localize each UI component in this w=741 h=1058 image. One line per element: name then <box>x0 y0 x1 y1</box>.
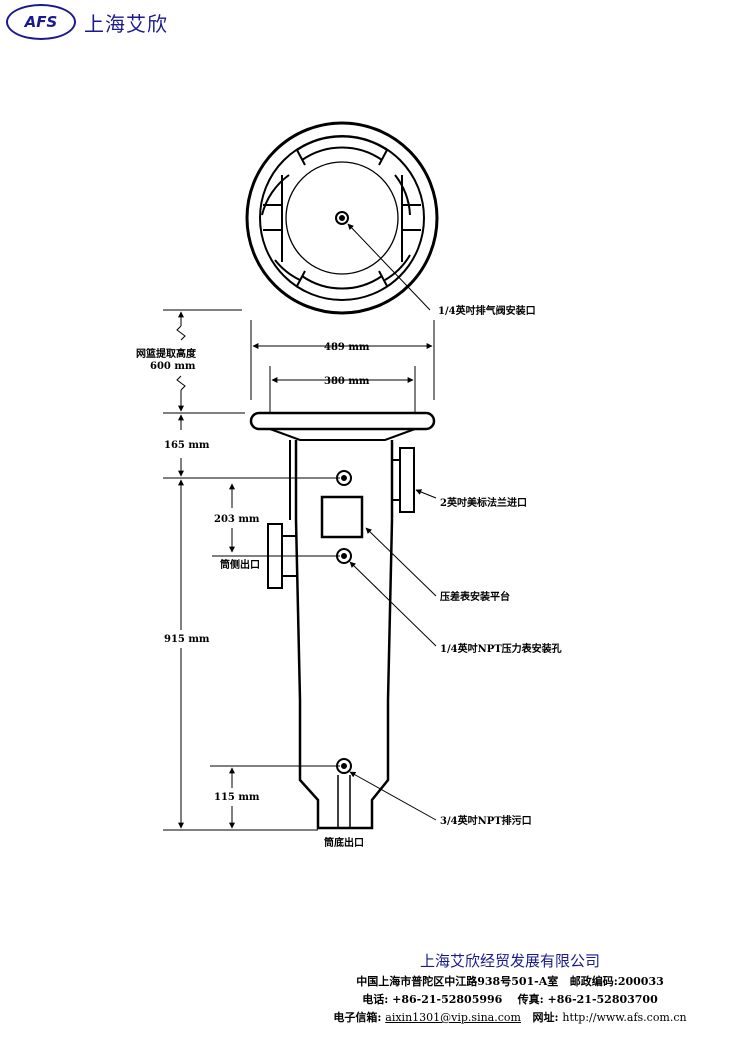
label-dim-489: 489 mm <box>324 342 370 353</box>
afs-logo-badge: AFS <box>6 4 76 40</box>
side-view <box>249 411 436 830</box>
label-gauge-platform: 压差表安装平台 <box>440 590 510 603</box>
label-dim-380: 380 mm <box>324 376 370 387</box>
label-basket-height-value: 600 mm <box>150 361 196 372</box>
address-line: 中国上海市普陀区中江路938号501-A室 邮政编码:200033 <box>300 973 720 991</box>
label-gauge-hole: 1/4英吋NPT压力表安装孔 <box>440 642 562 655</box>
dimension-lines <box>163 309 435 831</box>
header-logo: AFS 上海艾欣 <box>6 4 206 40</box>
top-view <box>245 121 439 315</box>
label-basket-height: 网篮提取高度 <box>136 347 197 360</box>
label-inlet: 2英吋美标法兰进口 <box>440 496 527 509</box>
label-vent-port: 1/4英吋排气阀安装口 <box>438 304 536 317</box>
filter-housing-diagram: 1/4英吋排气阀安装口 <box>136 121 562 849</box>
phone-line: 电话: +86-21-52805996 传真: +86-21-52803700 <box>300 991 720 1009</box>
leader-lines <box>349 489 437 821</box>
address: 中国上海市普陀区中江路938号501-A室 <box>356 975 559 988</box>
postcode: 邮政编码:200033 <box>569 975 664 988</box>
fax: 传真: +86-21-52803700 <box>517 993 658 1006</box>
footer: 上海艾欣经贸发展有限公司 中国上海市普陀区中江路938号501-A室 邮政编码:… <box>300 950 720 1027</box>
web-label: 网址: <box>532 1011 559 1024</box>
label-dim-203: 203 mm <box>214 514 260 525</box>
label-drain: 3/4英吋NPT排污口 <box>440 814 532 827</box>
label-dim-915: 915 mm <box>164 634 210 645</box>
email-link[interactable]: aixin1301@vip.sina.com <box>385 1011 521 1024</box>
phone: 电话: +86-21-52805996 <box>362 993 503 1006</box>
label-dim-165: 165 mm <box>164 440 210 451</box>
email-label: 电子信箱: <box>333 1011 382 1024</box>
company-name: 上海艾欣经贸发展有限公司 <box>419 952 600 970</box>
label-side-outlet: 筒侧出口 <box>220 558 260 571</box>
brand-name: 上海艾欣 <box>84 12 168 36</box>
contact-line: 电子信箱: aixin1301@vip.sina.com 网址: http://… <box>300 1009 720 1027</box>
web-link[interactable]: http://www.afs.com.cn <box>562 1011 687 1024</box>
label-dim-115: 115 mm <box>214 792 260 803</box>
label-bottom-outlet: 筒底出口 <box>324 836 364 849</box>
